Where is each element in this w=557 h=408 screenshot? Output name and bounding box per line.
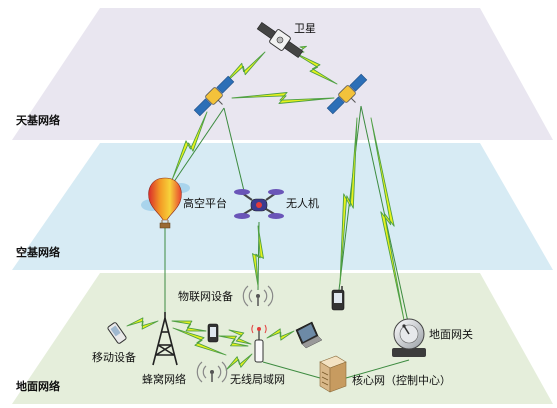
- air-layer-label: 空基网络: [16, 245, 60, 259]
- satellite-icon: [256, 21, 304, 59]
- wlan-label: 无线局域网: [230, 372, 285, 386]
- hap-label: 高空平台: [183, 196, 227, 210]
- wireless-link-sat-to-right-sat: [292, 51, 338, 85]
- uav-label: 无人机: [286, 196, 319, 210]
- satellite-dish-icon: [392, 318, 426, 357]
- wireless-link-right-sat-to-phone: [339, 117, 358, 285]
- mobile-label: 移动设备: [92, 350, 136, 364]
- wireless-links: [126, 45, 405, 371]
- phone-icon: [207, 323, 219, 343]
- cell-tower-icon: [152, 312, 178, 366]
- ground-layer-label: 地面网络: [16, 379, 60, 393]
- satellite-label: 卫星: [294, 22, 316, 35]
- wireless-link-cell-to-wlan-area: [172, 327, 227, 356]
- wireless-link-uav-to-iot: [252, 225, 264, 287]
- wireless-link-router-to-left: [228, 329, 252, 345]
- cellular-label: 蜂窝网络: [142, 372, 186, 386]
- wireless-link-mobile-to-cell: [126, 317, 159, 330]
- wlan-signal-icon: [196, 361, 228, 383]
- router-icon: [251, 324, 267, 363]
- drone-icon: [234, 189, 284, 219]
- satellite-icon: [326, 73, 368, 115]
- wireless-link-sat-tail: [297, 45, 307, 54]
- space-layer-label: 天基网络: [16, 113, 60, 127]
- mobile-phone-icon: [331, 286, 345, 311]
- iot-label: 物联网设备: [178, 289, 233, 303]
- wireless-link-cell-to-phone: [171, 320, 207, 332]
- wireless-link-router-to-laptop: [266, 328, 295, 341]
- air-layer-plane: [12, 143, 553, 270]
- server-icon: [319, 355, 347, 393]
- space-layer-plane: [12, 8, 553, 140]
- satellite-icon: [193, 75, 235, 117]
- laptop-icon: [295, 321, 323, 349]
- iot-signal-icon: [242, 285, 274, 307]
- balloon-icon: [141, 177, 190, 229]
- wireless-link-left-sat-to-right-sat: [231, 92, 335, 104]
- mobile-device-icon: [107, 322, 127, 344]
- wireless-link-phone-to-router: [218, 335, 249, 347]
- core-label: 核心网（控制中心）: [352, 373, 451, 387]
- gateway-label: 地面网关: [429, 327, 473, 341]
